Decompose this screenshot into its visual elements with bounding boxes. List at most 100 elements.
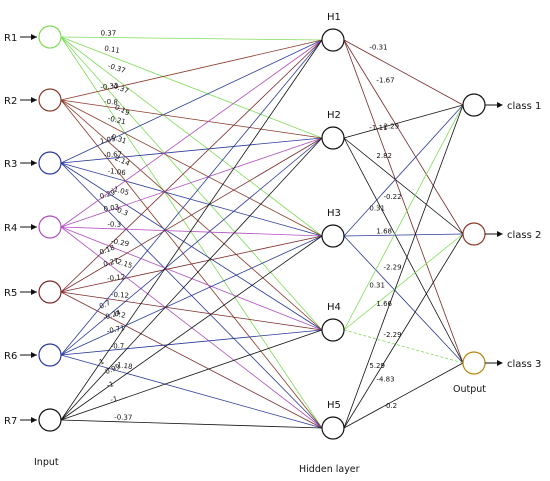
arrow-head-icon — [497, 231, 503, 237]
connection-input-hidden — [60, 235, 323, 356]
connection-input-hidden — [60, 39, 323, 421]
weight-label-input: -0.31 — [100, 82, 119, 92]
output-label: class 2 — [507, 230, 541, 241]
connection-input-hidden — [60, 235, 323, 421]
connection-input-hidden — [60, 36, 323, 237]
weight-label-input: -0.37 — [107, 62, 127, 75]
weight-label-input: -0.24 — [102, 308, 122, 322]
weight-label-hidden: -2.29 — [383, 331, 401, 339]
arrow-head-icon — [31, 160, 37, 166]
weight-label-input: 0.03 — [103, 203, 120, 213]
weight-label-input: 1 — [98, 357, 106, 366]
weight-label-hidden: 0.31 — [369, 204, 385, 212]
connection-input-hidden — [60, 36, 323, 139]
connection-input-hidden — [60, 162, 323, 237]
input-layer-caption: Input — [34, 457, 59, 468]
weight-label-input: -0.29 — [110, 237, 129, 248]
weight-label-hidden: -4.83 — [376, 375, 394, 383]
weight-label-hidden: 0.31 — [369, 282, 385, 290]
connection-hidden-output — [343, 233, 464, 429]
hidden-node-label: H5 — [327, 400, 341, 411]
weight-label-input: 0.37 — [101, 29, 117, 37]
connection-input-hidden — [60, 36, 323, 331]
input-node — [38, 343, 62, 367]
input-label: R6 — [4, 351, 17, 362]
hidden-layer-caption: Hidden layer — [299, 464, 360, 475]
hidden-node-label: H2 — [327, 110, 341, 121]
weight-label-hidden: 2.82 — [376, 152, 392, 160]
weight-label-input: -0.8 — [104, 98, 118, 107]
connection-input-hidden — [60, 226, 323, 237]
connection-input-hidden — [60, 99, 323, 139]
connection-input-hidden — [60, 419, 323, 429]
weight-label-input: 0.29 — [99, 189, 116, 201]
connection-hidden-output — [343, 233, 464, 237]
connection-input-hidden — [60, 137, 323, 421]
connection-input-hidden — [60, 329, 323, 356]
arrow-head-icon — [31, 224, 37, 230]
output-node — [462, 351, 486, 375]
connection-input-hidden — [60, 36, 323, 429]
connection-hidden-output — [343, 104, 464, 429]
hidden-node-label: H1 — [327, 12, 341, 23]
weight-label-input: -0.67 — [104, 150, 122, 159]
weight-label-input: -0.71 — [106, 324, 125, 335]
hidden-node — [321, 28, 345, 52]
output-node — [462, 93, 486, 117]
connection-input-hidden — [60, 39, 323, 101]
connection-input-hidden — [60, 137, 323, 164]
input-node — [38, 151, 62, 175]
arrow-head-icon — [31, 417, 37, 423]
connection-hidden-output — [343, 235, 464, 364]
hidden-node — [321, 416, 345, 440]
connection-hidden-output — [343, 233, 464, 331]
arrow-head-icon — [31, 352, 37, 358]
weight-label-input: -1 — [106, 380, 115, 390]
input-node — [38, 215, 62, 239]
weight-label-hidden: -0.2 — [383, 402, 397, 410]
connection-input-hidden — [60, 39, 323, 164]
connection-input-hidden — [60, 291, 323, 429]
weight-label-input: -0.37 — [114, 414, 132, 422]
weight-label-hidden: 1.68 — [376, 228, 392, 236]
weight-label-input: 0.2 — [114, 310, 127, 320]
connection-input-hidden — [60, 137, 323, 228]
input-label: R2 — [4, 96, 17, 107]
connection-input-hidden — [60, 137, 323, 356]
connection-hidden-output — [343, 104, 464, 237]
weight-label-input: 0.18 — [98, 244, 115, 257]
arrow-head-icon — [31, 97, 37, 103]
connection-input-hidden — [60, 235, 323, 293]
weight-label-input: 0.7 — [98, 299, 111, 311]
connection-hidden-output — [343, 39, 464, 364]
weight-label-hidden: 2.29 — [383, 122, 399, 130]
arrow-head-icon — [497, 102, 503, 108]
connection-input-hidden — [60, 137, 323, 293]
weight-label-input: 0.27 — [103, 257, 120, 269]
weight-label-hidden: -2.29 — [383, 264, 401, 272]
connection-hidden-output — [343, 39, 464, 235]
input-label: R5 — [4, 288, 17, 299]
arrow-head-icon — [31, 34, 37, 40]
weight-label-input: -0.12 — [111, 291, 130, 300]
weight-label-input: -0.3 — [107, 220, 121, 228]
input-node — [38, 88, 62, 112]
input-label: R3 — [4, 159, 17, 170]
output-label: class 3 — [507, 359, 541, 370]
arrow-head-icon — [497, 360, 503, 366]
connection-input-hidden — [60, 39, 323, 228]
weight-label-input: -1.06 — [107, 167, 127, 177]
connection-hidden-output — [343, 137, 464, 364]
output-node — [462, 222, 486, 246]
weight-label-input: -0.7 — [111, 342, 125, 351]
connection-input-hidden — [60, 39, 323, 293]
connection-hidden-output — [343, 39, 464, 106]
input-node — [38, 25, 62, 49]
weight-label-hidden: -1.67 — [376, 77, 394, 85]
weight-label-hidden: 5.29 — [369, 362, 385, 370]
weight-label-hidden: -0.31 — [369, 44, 387, 52]
connection-input-hidden — [60, 354, 323, 429]
weight-label-input: 0.11 — [104, 44, 121, 55]
